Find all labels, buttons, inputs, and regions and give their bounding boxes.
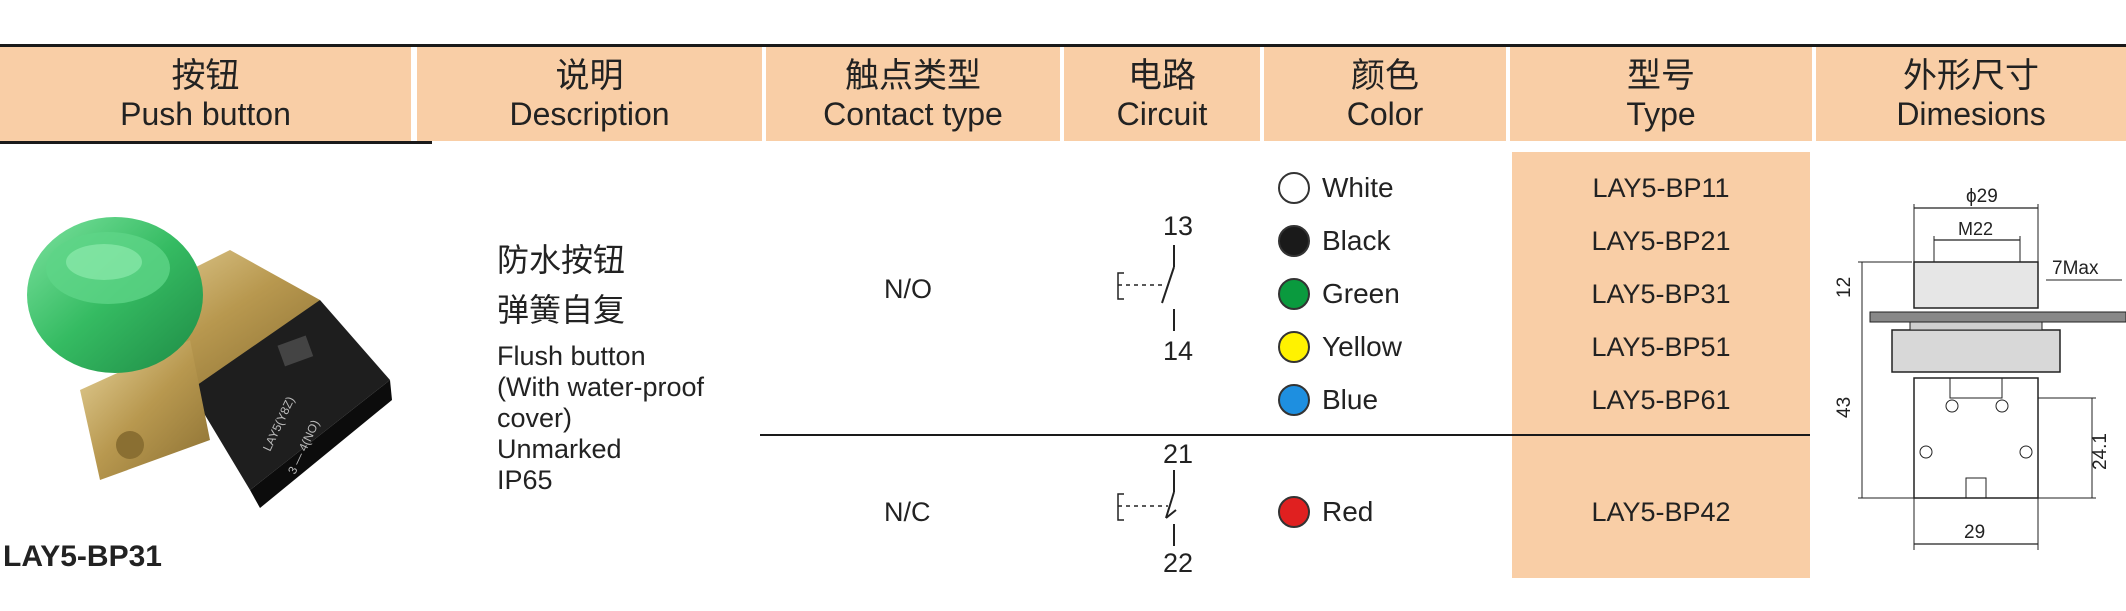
header-cn: 说明: [555, 57, 624, 95]
color-name: White: [1322, 172, 1394, 203]
desc-en-line-5: IP65: [497, 465, 553, 495]
header-cn: 按钮: [171, 57, 240, 95]
header-dimensions: 外形尺寸 Dimesions: [1816, 47, 2126, 141]
desc-en-line-3: cover): [497, 403, 573, 433]
header-cn: 颜色: [1351, 57, 1419, 95]
dim-phi: ϕ29: [1966, 186, 1998, 207]
header-en: Dimesions: [1896, 96, 2046, 132]
model-bp11: LAY5-BP11: [1592, 173, 1730, 203]
color-name: Black: [1322, 225, 1391, 256]
color-swatch-red: [1278, 496, 1310, 528]
terminal-21: 21: [1163, 439, 1194, 469]
row-divider: [760, 434, 1810, 436]
header-description: 说明 Description: [417, 47, 762, 141]
color-name: Green: [1322, 278, 1400, 309]
contact-type-nc: N/C: [884, 497, 931, 527]
dim-thread: M22: [1958, 219, 1993, 239]
desc-en-line-2: (With water-proof: [497, 372, 705, 402]
header-cn: 型号: [1627, 57, 1695, 95]
header-en: Color: [1346, 96, 1424, 132]
desc-cn-line-1: 防水按钮: [497, 242, 626, 278]
dimension-drawing: ϕ29 M22 7Max 12 43 24.1: [1834, 186, 2126, 550]
terminal-22: 22: [1163, 548, 1194, 578]
model-bp51: LAY5-BP51: [1591, 332, 1731, 362]
dim-h-total: 43: [1834, 397, 1855, 418]
type-block-no: [1512, 152, 1810, 434]
color-name: Blue: [1322, 384, 1379, 415]
header-color: 颜色 Color: [1264, 47, 1506, 141]
contact-type-no: N/O: [884, 274, 933, 304]
color-swatch-white: [1278, 172, 1310, 204]
model-bp42: LAY5-BP42: [1591, 497, 1731, 527]
header-en: Circuit: [1116, 96, 1208, 132]
header-en: Description: [509, 96, 670, 132]
terminal-14: 14: [1163, 336, 1194, 366]
header-en: Contact type: [823, 96, 1003, 132]
header-cn: 触点类型: [845, 57, 981, 95]
model-bp31: LAY5-BP31: [1591, 279, 1731, 309]
color-swatch-yellow: [1278, 331, 1310, 363]
color-swatch-blue: [1278, 384, 1310, 416]
header-contact-type: 触点类型 Contact type: [766, 47, 1060, 141]
header-cn: 外形尺寸: [1903, 57, 2039, 95]
header-underline: [0, 141, 432, 144]
header-en: Type: [1626, 96, 1696, 132]
color-name: Yellow: [1322, 331, 1402, 362]
color-swatch-green: [1278, 278, 1310, 310]
dim-h-top: 12: [1834, 277, 1855, 298]
model-bp61: LAY5-BP61: [1591, 385, 1731, 415]
type-block-nc: [1512, 436, 1810, 578]
push-button-image: LAY5(Y8Z) 3 — 4(NO): [27, 217, 392, 508]
terminal-13: 13: [1163, 211, 1194, 241]
color-swatch-black: [1278, 225, 1310, 257]
desc-en-line-4: Unmarked: [497, 434, 622, 464]
dim-w-base: 29: [1964, 522, 1985, 543]
header-push-button: 按钮 Push button: [0, 47, 411, 141]
top-rule: [0, 44, 2126, 47]
dim-h-body: 24.1: [2090, 433, 2111, 470]
no-contact-symbol: [1117, 245, 1175, 331]
nc-contact-symbol: [1117, 470, 1177, 546]
header-type: 型号 Type: [1510, 47, 1812, 141]
product-label: LAY5-BP31: [3, 540, 162, 573]
dim-max: 7Max: [2052, 258, 2099, 279]
desc-cn-line-2: 弹簧自复: [497, 292, 626, 328]
desc-en-line-1: Flush button: [497, 341, 646, 371]
header-circuit: 电路 Circuit: [1064, 47, 1260, 141]
color-name: Red: [1322, 496, 1374, 527]
header-cn: 电路: [1128, 57, 1196, 95]
header-en: Push button: [120, 96, 291, 132]
model-bp21: LAY5-BP21: [1591, 226, 1731, 256]
